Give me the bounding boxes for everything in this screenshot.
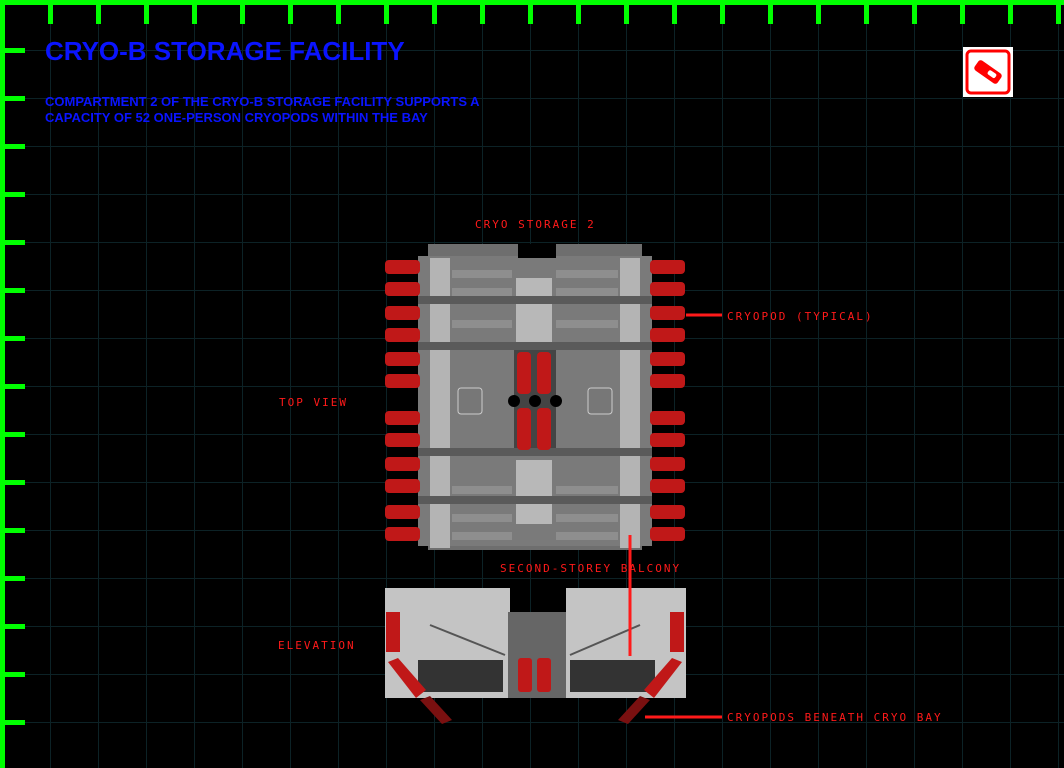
ruler-tick bbox=[0, 96, 25, 101]
cryopod bbox=[650, 352, 685, 366]
ruler-tick bbox=[0, 432, 25, 437]
description: COMPARTMENT 2 OF THE CRYO-B STORAGE FACI… bbox=[45, 94, 480, 125]
cryopod bbox=[385, 527, 420, 541]
ruler-tick bbox=[912, 0, 917, 24]
ruler-tick bbox=[0, 576, 25, 581]
hatch bbox=[529, 395, 541, 407]
cryopod bbox=[385, 411, 420, 425]
ruler-tick bbox=[0, 48, 25, 53]
ruler-tick bbox=[0, 336, 25, 341]
ruler-tick bbox=[0, 240, 25, 245]
cryopod-icon bbox=[965, 49, 1011, 95]
cryopod bbox=[537, 408, 551, 450]
ruler-tick bbox=[672, 0, 677, 24]
balcony-label: SECOND-STOREY BALCONY bbox=[500, 562, 682, 575]
cryopod bbox=[650, 457, 685, 471]
cryopod bbox=[650, 374, 685, 388]
ruler-tick bbox=[96, 0, 101, 24]
cryopod bbox=[385, 328, 420, 342]
cryopod bbox=[517, 408, 531, 450]
cryopod bbox=[650, 433, 685, 447]
cryopod bbox=[650, 282, 685, 296]
elevation-label: ELEVATION bbox=[278, 639, 356, 652]
ruler-tick bbox=[720, 0, 725, 24]
cryopod bbox=[650, 527, 685, 541]
cryopod bbox=[650, 260, 685, 274]
cryopod bbox=[385, 479, 420, 493]
page-title: CRYO-B STORAGE FACILITY bbox=[45, 36, 405, 66]
ruler-tick bbox=[528, 0, 533, 24]
cryopod-label: CRYOPOD (TYPICAL) bbox=[727, 310, 874, 323]
deck-beam bbox=[418, 448, 652, 456]
cryopod bbox=[385, 352, 420, 366]
cryopod bbox=[517, 352, 531, 394]
deck-beam bbox=[418, 496, 652, 504]
beneath-label: CRYOPODS BENEATH CRYO BAY bbox=[727, 711, 943, 724]
hatch bbox=[550, 395, 562, 407]
leader-lines bbox=[628, 313, 722, 719]
ruler-tick bbox=[0, 672, 25, 677]
ruler-tick bbox=[336, 0, 341, 24]
cryopod bbox=[537, 352, 551, 394]
hatch bbox=[508, 395, 520, 407]
deck-beam bbox=[418, 296, 652, 304]
cryopod bbox=[650, 479, 685, 493]
cryopod bbox=[385, 505, 420, 519]
ruler-tick bbox=[960, 0, 965, 24]
cryopod bbox=[385, 433, 420, 447]
cryopod bbox=[385, 260, 420, 274]
ruler-tick bbox=[816, 0, 821, 24]
ruler-tick bbox=[624, 0, 629, 24]
cryopod bbox=[650, 306, 685, 320]
cryopod bbox=[385, 282, 420, 296]
ruler-tick bbox=[288, 0, 293, 24]
ruler-tick bbox=[0, 720, 25, 725]
ruler-tick bbox=[576, 0, 581, 24]
top-view-drawing bbox=[385, 244, 685, 550]
cryopod bbox=[385, 457, 420, 471]
ruler-tick bbox=[144, 0, 149, 24]
ruler-tick bbox=[768, 0, 773, 24]
cryopod-badge bbox=[963, 47, 1013, 97]
ruler-tick bbox=[0, 144, 25, 149]
ruler-tick bbox=[0, 288, 25, 293]
ruler-tick bbox=[1008, 0, 1013, 24]
elevation-drawing bbox=[385, 588, 686, 724]
ruler-tick bbox=[0, 384, 25, 389]
ruler-tick bbox=[864, 0, 869, 24]
ruler-tick bbox=[0, 480, 25, 485]
ruler-tick bbox=[240, 0, 245, 24]
ruler-tick bbox=[384, 0, 389, 24]
ruler-tick bbox=[432, 0, 437, 24]
ruler-tick bbox=[0, 624, 25, 629]
ruler-tick bbox=[0, 528, 25, 533]
ruler-tick bbox=[192, 0, 197, 24]
cryopod bbox=[650, 328, 685, 342]
ruler-tick bbox=[480, 0, 485, 24]
cryopod bbox=[650, 411, 685, 425]
top-view-label: TOP VIEW bbox=[279, 396, 348, 409]
cryopod bbox=[385, 374, 420, 388]
ruler-tick bbox=[0, 192, 25, 197]
section-label: CRYO STORAGE 2 bbox=[475, 218, 596, 231]
cryopod bbox=[650, 505, 685, 519]
deck-beam bbox=[418, 342, 652, 350]
cryopod bbox=[385, 306, 420, 320]
ruler-tick bbox=[48, 0, 53, 24]
ruler-tick bbox=[1056, 0, 1061, 24]
